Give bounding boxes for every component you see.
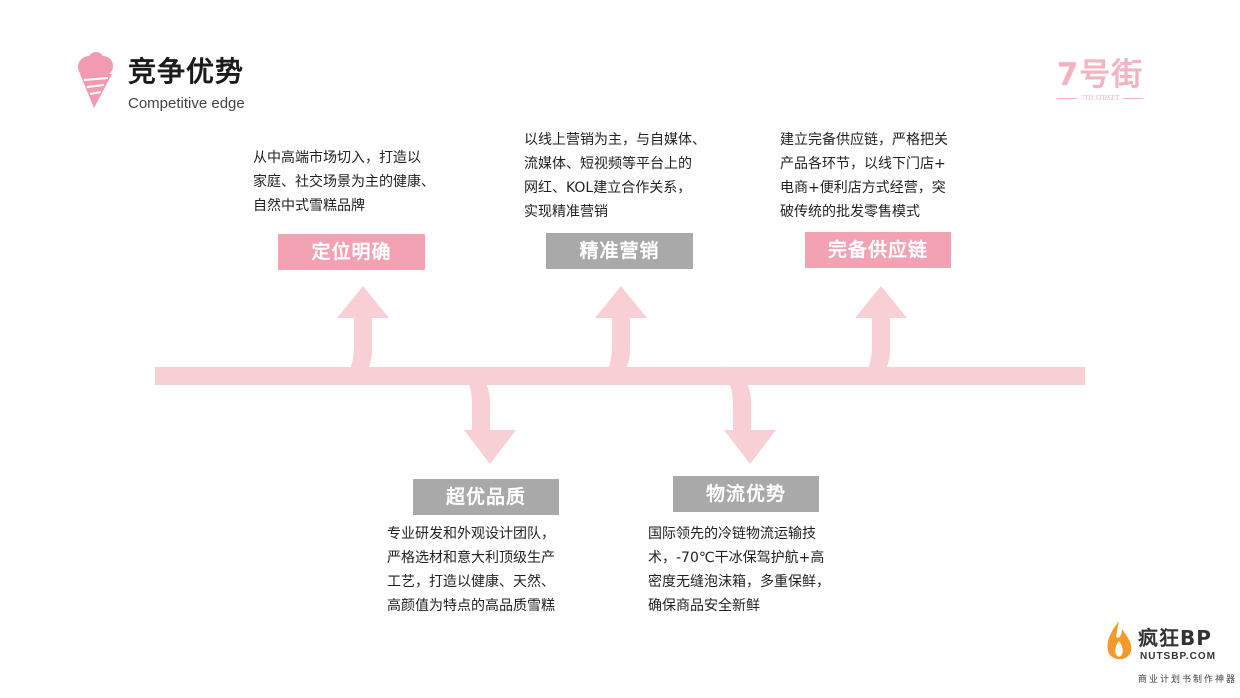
node-label-logistics: 物流优势 [673, 476, 819, 512]
tagline-divider-right [1123, 97, 1144, 99]
arrow-up-1 [318, 286, 389, 385]
node-description-logistics: 国际领先的冷链物流运输技 术，-70℃干冰保驾护航+高 密度无缝泡沫箱，多重保鲜… [648, 526, 830, 614]
node-label-positioning: 定位明确 [278, 234, 425, 270]
brand-tagline-row: 7TH STREET [1050, 94, 1150, 102]
arrow-down-2 [445, 367, 516, 464]
watermark-slogan: 商业计划书制作神器 [1138, 675, 1238, 685]
node-description-positioning: 从中高端市场切入，打造以 家庭、社交场景为主的健康、 自然中式雪糕品牌 [253, 150, 435, 214]
page-title: 竞争优势 [128, 55, 245, 88]
brand-logo: 7号街 7TH STREET [1050, 60, 1150, 102]
flame-icon [1107, 621, 1132, 660]
watermark-name: 疯狂BP [1138, 626, 1212, 650]
brand-tagline: 7TH STREET [1080, 94, 1120, 102]
node-description-marketing: 以线上营销为主，与自媒体、 流媒体、短视频等平台上的 网红、KOL建立合作关系，… [524, 132, 706, 220]
watermark-domain: NUTSBP.COM [1140, 651, 1216, 662]
flow-connectors [155, 286, 1085, 464]
arrow-down-4 [705, 367, 776, 464]
page-subtitle: Competitive edge [128, 95, 245, 112]
arrow-up-5 [836, 286, 907, 385]
arrow-up-3 [576, 286, 647, 385]
tagline-divider-left [1056, 97, 1077, 99]
brand-name: 7号街 [1056, 57, 1144, 93]
node-label-quality: 超优品质 [413, 479, 559, 515]
node-label-supply-chain: 完备供应链 [805, 232, 951, 268]
node-description-quality: 专业研发和外观设计团队， 严格选材和意大利顶级生产 工艺，打造以健康、天然、 高… [387, 526, 555, 614]
node-label-marketing: 精准营销 [546, 233, 693, 269]
ice-cream-icon [78, 52, 113, 108]
node-description-supply-chain: 建立完备供应链，严格把关 产品各环节，以线下门店+ 电商+便利店方式经营，突 破… [780, 132, 948, 220]
